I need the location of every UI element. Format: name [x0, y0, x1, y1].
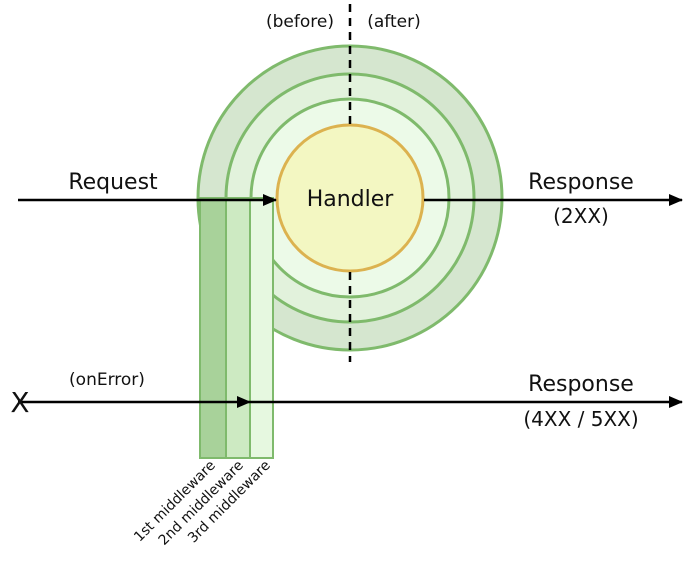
- error-mark: X: [10, 386, 29, 419]
- after-label: (after): [367, 12, 420, 32]
- response-ok-code: (2XX): [553, 204, 609, 228]
- response-ok-label: Response: [528, 170, 634, 195]
- before-label: (before): [266, 12, 334, 32]
- handler-label: Handler: [307, 187, 395, 212]
- middleware-1-leg: [199, 197, 227, 459]
- response-err-code: (4XX / 5XX): [523, 407, 638, 431]
- middleware-3-leg: [249, 197, 274, 459]
- handler-circle: [275, 123, 425, 273]
- on-error-label: (onError): [69, 370, 145, 390]
- request-label: Request: [68, 170, 158, 195]
- middleware-2-leg: [225, 197, 251, 459]
- response-err-label: Response: [528, 372, 634, 397]
